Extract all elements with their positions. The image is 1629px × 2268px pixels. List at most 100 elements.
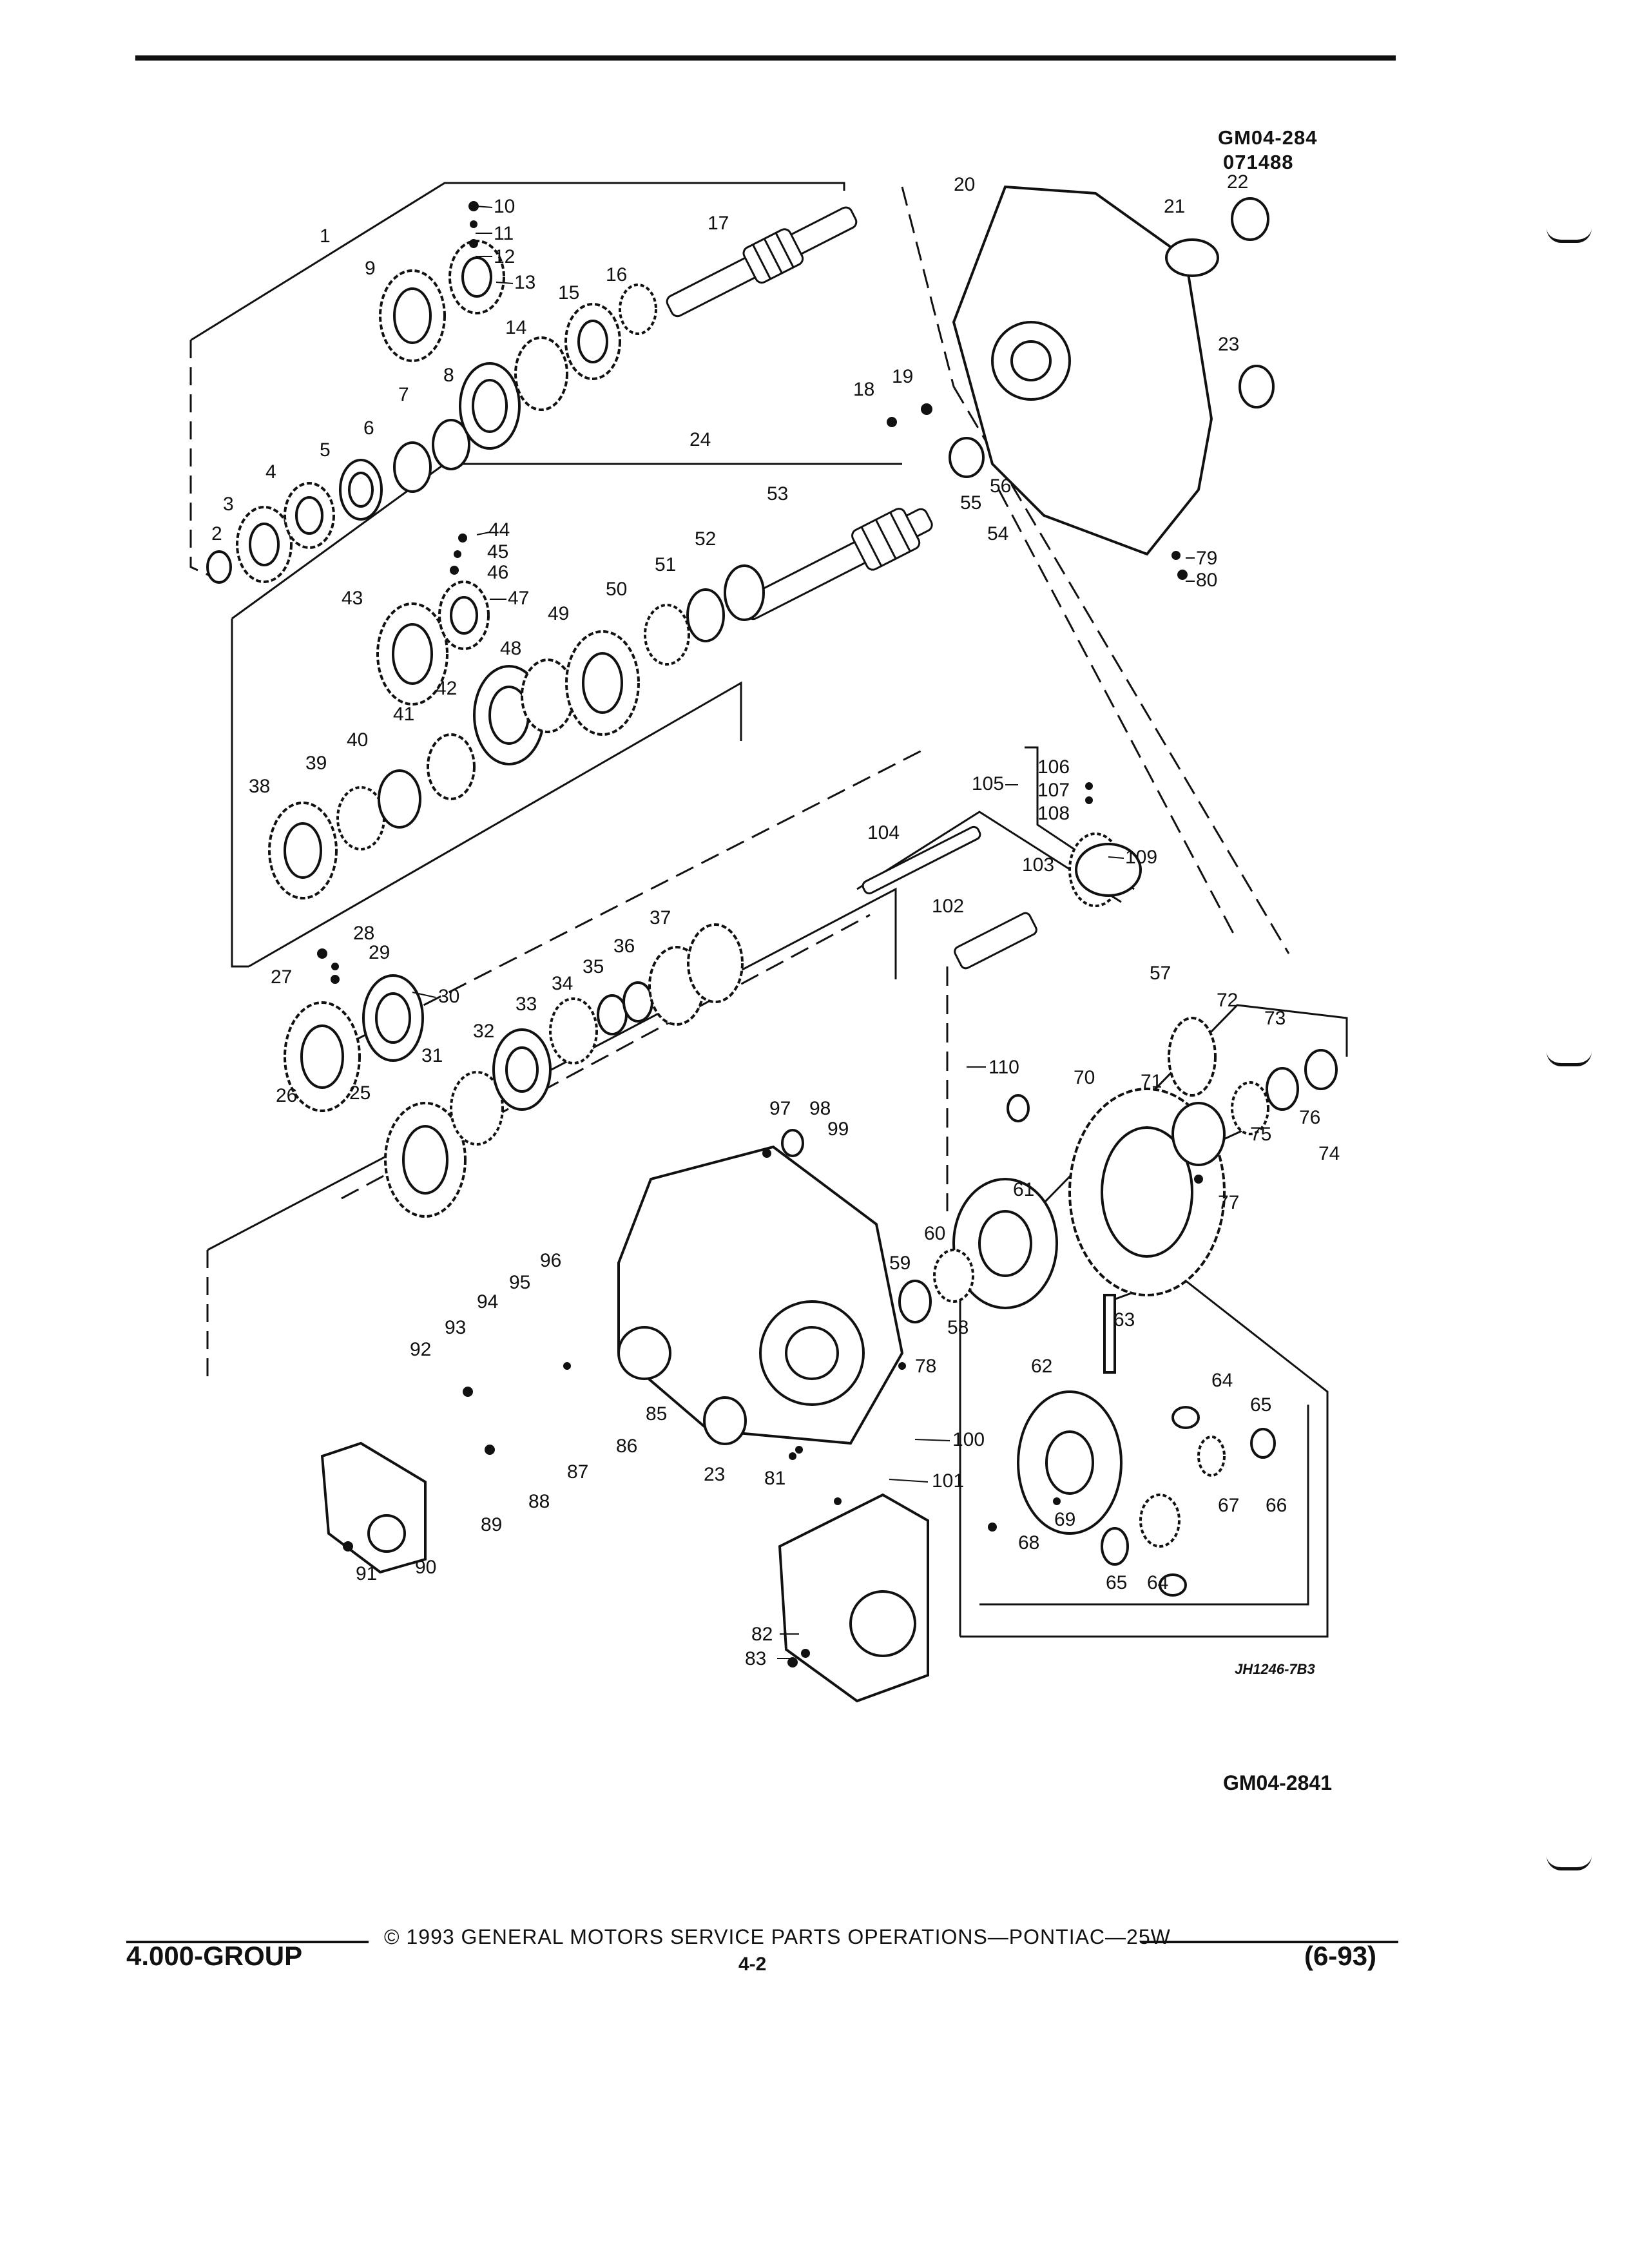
callout-97: 97	[769, 1098, 791, 1119]
callout-88: 88	[528, 1491, 550, 1512]
callout-29: 29	[369, 942, 390, 963]
callout-5: 5	[320, 439, 331, 461]
footer-page-number: 4-2	[738, 1954, 767, 1975]
callout-46: 46	[487, 562, 508, 583]
callout-1: 1	[320, 226, 331, 247]
callout-28: 28	[353, 923, 374, 944]
callout-110: 110	[988, 1057, 1019, 1078]
callout-41: 41	[393, 704, 414, 725]
margin-mark-bottom	[1547, 1856, 1592, 1870]
callout-15: 15	[558, 282, 579, 303]
callout-86: 86	[616, 1436, 637, 1457]
callout-64: 64	[1211, 1370, 1233, 1391]
callout-92: 92	[410, 1339, 431, 1360]
callout-67: 67	[1218, 1495, 1239, 1516]
callout-6: 6	[363, 418, 374, 439]
callout-70: 70	[1074, 1067, 1095, 1088]
callout-8: 8	[443, 365, 454, 386]
header-rule	[135, 55, 1396, 61]
callout-52: 52	[695, 528, 716, 550]
figure-code: GM04-284	[1218, 126, 1318, 149]
callout-104: 104	[867, 822, 900, 843]
differential	[898, 832, 1338, 1597]
callout-81: 81	[764, 1468, 786, 1489]
callout-9: 9	[365, 258, 376, 279]
callout-78: 78	[915, 1356, 936, 1377]
callout-105: 105	[972, 773, 1004, 794]
callout-20: 20	[954, 174, 975, 195]
callout-43: 43	[342, 588, 363, 609]
upper-gear-train	[206, 240, 657, 584]
callout-labels: 1 2 3 4 5 6 7 8 9 10 11 12 13 14 15 16 1…	[211, 171, 1340, 1794]
callout-65: 65	[1250, 1394, 1271, 1416]
callout-45: 45	[487, 541, 508, 562]
callout-38: 38	[249, 776, 270, 797]
callout-18: 18	[853, 379, 874, 400]
callout-107: 107	[1037, 780, 1070, 801]
callout-89: 89	[481, 1514, 502, 1535]
callout-23-lower: 23	[704, 1464, 725, 1485]
footer-rule-left	[126, 1941, 369, 1943]
callout-83: 83	[745, 1648, 766, 1669]
callout-106: 106	[1037, 756, 1070, 778]
callout-108: 108	[1037, 803, 1070, 824]
callout-10: 10	[494, 196, 515, 217]
callout-75: 75	[1250, 1124, 1271, 1145]
callout-57: 57	[1150, 963, 1171, 984]
callout-42: 42	[436, 678, 457, 699]
housings	[320, 185, 1275, 1703]
callout-72: 72	[1217, 990, 1238, 1011]
callout-26: 26	[276, 1085, 297, 1106]
callout-54: 54	[987, 523, 1008, 544]
lower-gear-train	[284, 923, 1030, 1218]
callout-53: 53	[767, 483, 788, 505]
callout-79: 79	[1196, 548, 1217, 569]
callout-24: 24	[689, 429, 711, 450]
callout-19: 19	[892, 366, 913, 387]
callout-63: 63	[1113, 1309, 1135, 1331]
callout-58: 58	[947, 1317, 969, 1338]
callout-60: 60	[924, 1223, 945, 1244]
callout-16: 16	[606, 264, 627, 285]
callout-91: 91	[356, 1563, 377, 1584]
callout-101: 101	[932, 1470, 964, 1492]
callout-76: 76	[1299, 1107, 1320, 1128]
callout-62: 62	[1031, 1356, 1052, 1377]
callout-109: 109	[1125, 847, 1157, 868]
callout-71: 71	[1141, 1071, 1162, 1092]
callout-34: 34	[552, 973, 573, 994]
callout-21: 21	[1164, 196, 1185, 217]
callout-25: 25	[349, 1082, 371, 1104]
callout-85: 85	[646, 1403, 667, 1425]
callout-65-lower: 65	[1106, 1572, 1127, 1593]
callout-61: 61	[1013, 1179, 1034, 1200]
callout-17: 17	[708, 213, 729, 234]
margin-mark-middle	[1547, 1052, 1592, 1066]
callout-27: 27	[271, 966, 292, 988]
callout-13: 13	[514, 272, 535, 293]
callout-100: 100	[952, 1429, 985, 1450]
callout-77: 77	[1218, 1192, 1239, 1213]
footer-copyright: © 1993 GENERAL MOTORS SERVICE PARTS OPER…	[384, 1925, 1171, 1948]
fasteners	[317, 201, 1203, 1667]
callout-68: 68	[1018, 1532, 1039, 1553]
callout-11: 11	[494, 223, 514, 244]
callout-87: 87	[567, 1461, 588, 1483]
callout-64-lower: 64	[1147, 1572, 1168, 1593]
footer-date: (6-93)	[1304, 1941, 1377, 1971]
callout-80: 80	[1196, 570, 1217, 591]
callout-98: 98	[809, 1098, 831, 1119]
callout-36: 36	[613, 936, 635, 957]
callout-102: 102	[932, 896, 964, 917]
callout-59: 59	[889, 1253, 911, 1274]
callout-40: 40	[347, 729, 368, 751]
callout-23: 23	[1218, 334, 1239, 355]
callout-96: 96	[540, 1250, 561, 1271]
callout-56: 56	[990, 476, 1011, 497]
callout-7: 7	[398, 384, 409, 405]
callout-74: 74	[1318, 1143, 1340, 1164]
figure-date-code: 071488	[1223, 151, 1294, 173]
callout-49: 49	[548, 603, 569, 624]
shaft-parts	[666, 206, 1037, 970]
